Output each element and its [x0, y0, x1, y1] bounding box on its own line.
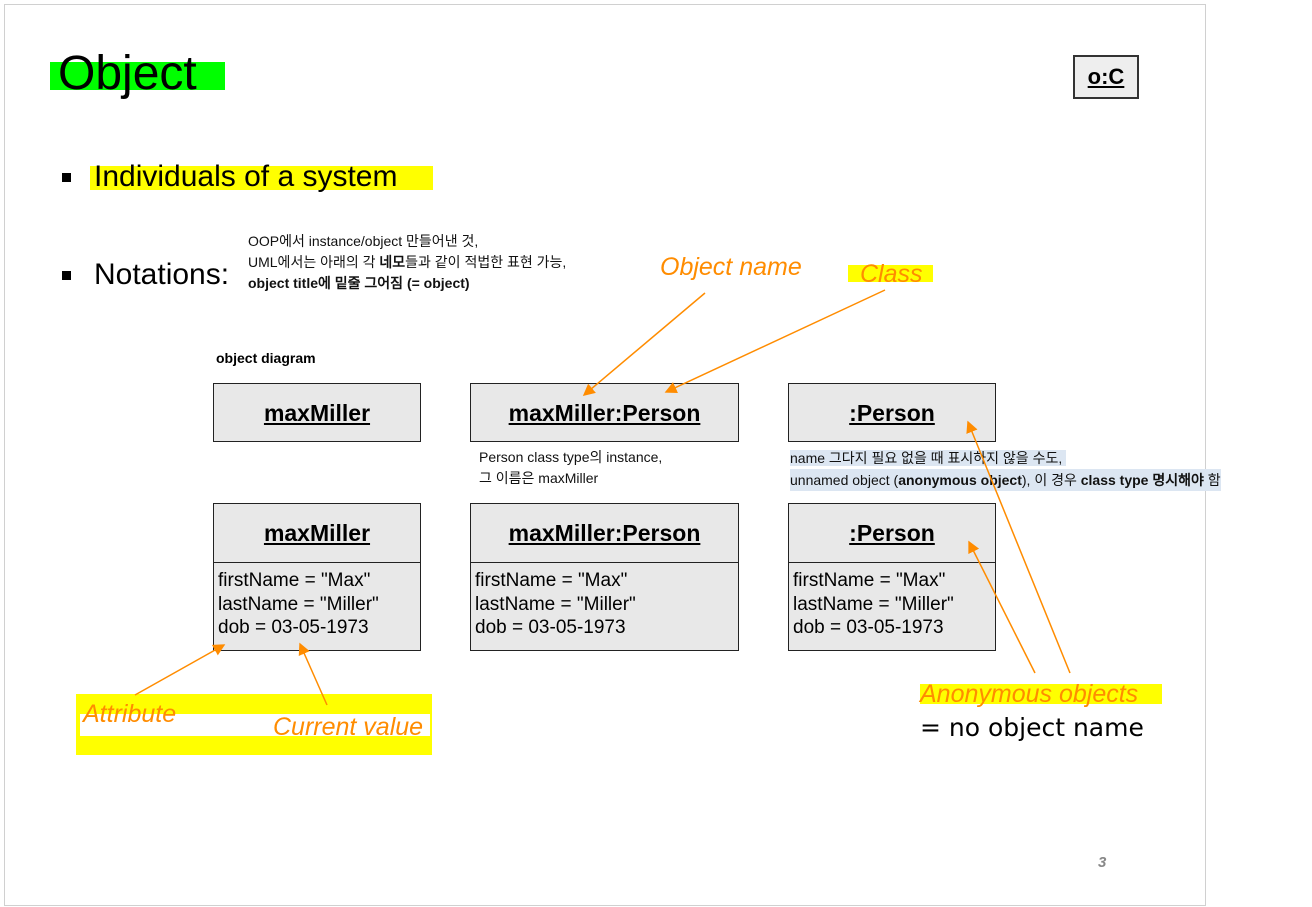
object-box: maxMiller [213, 383, 421, 442]
note-bold: anonymous object [898, 472, 1022, 488]
object-title: maxMiller [263, 399, 371, 426]
note-text: 들과 같이 적법한 표현 가능, [405, 254, 567, 270]
bullet-notations: Notations: [94, 258, 230, 291]
note-line: object title에 밑줄 그어짐 (= object) [248, 275, 470, 291]
attribute: lastName = "Miller" [475, 593, 636, 615]
slide-frame [4, 4, 1206, 906]
anon-highlight [920, 684, 1162, 704]
attribute-list: firstName = "Max"lastName = "Miller"dob … [214, 562, 420, 646]
note-text: 함 [1203, 472, 1221, 488]
attribute: firstName = "Max" [475, 570, 628, 591]
label-no-name: = no object name [920, 713, 1144, 742]
note-text: ), 이 경우 [1021, 472, 1081, 488]
object-title: maxMiller:Person [508, 399, 701, 426]
notation-note: OOP에서 instance/object 만들어낸 것, UML에서는 아래의… [248, 231, 566, 294]
object-box-with-attrs: :Person firstName = "Max"lastName = "Mil… [788, 503, 996, 651]
note-text: UML에서는 아래의 각 [248, 254, 380, 270]
attribute: firstName = "Max" [793, 570, 946, 591]
arrow-object-name [582, 292, 706, 396]
arrow-current-value [298, 642, 328, 706]
attribute-list: firstName = "Max"lastName = "Miller"dob … [471, 562, 738, 646]
label-current-value: Current value [273, 713, 424, 741]
attribute: dob = 03-05-1973 [793, 617, 944, 638]
bullet-individuals: Individuals of a system [94, 160, 398, 193]
class-highlight [848, 265, 933, 282]
title-highlight [50, 62, 225, 90]
arrow-anon-2 [966, 420, 1071, 674]
label-object-name: Object name [660, 253, 802, 281]
attribute: lastName = "Miller" [218, 593, 379, 615]
object-title: :Person [849, 519, 935, 546]
highlight-gap [80, 714, 430, 736]
object-title: maxMiller [263, 519, 371, 546]
note-line: unnamed object (anonymous object), 이 경우 … [790, 469, 1221, 491]
slide-title: Object [58, 47, 197, 100]
attribute: dob = 03-05-1973 [475, 617, 626, 638]
note-line: name 그다지 필요 없을 때 표시하지 않을 수도, [790, 450, 1067, 466]
object-box: maxMiller:Person [470, 383, 739, 442]
object-title: :Person [849, 399, 935, 426]
arrow-attribute [134, 644, 226, 696]
note-line: UML에서는 아래의 각 네모들과 같이 적법한 표현 가능, [248, 252, 566, 273]
attribute: lastName = "Miller" [793, 593, 954, 615]
anon-note: name 그다지 필요 없을 때 표시하지 않을 수도, unnamed obj… [790, 447, 1221, 491]
object-title: maxMiller:Person [508, 519, 701, 546]
bullet-icon [62, 173, 71, 182]
slide-badge: o:C [1073, 55, 1139, 99]
arrow-class [664, 289, 886, 394]
bullet-icon [62, 271, 71, 280]
page-number: 3 [1098, 854, 1107, 871]
object-box-with-attrs: maxMiller firstName = "Max"lastName = "M… [213, 503, 421, 651]
arrow-anon-1 [968, 540, 1036, 674]
object-box: :Person [788, 383, 996, 442]
attribute-list: firstName = "Max"lastName = "Miller"dob … [789, 562, 995, 646]
diagram-label: object diagram [216, 350, 316, 366]
note-line: OOP에서 instance/object 만들어낸 것, [248, 233, 479, 249]
note-line: 그 이름은 maxMiller [479, 470, 599, 486]
attribute: dob = 03-05-1973 [218, 617, 369, 638]
attribute: firstName = "Max" [218, 570, 371, 591]
note-text: unnamed object ( [790, 472, 899, 488]
note-bold: class type 명시해야 [1080, 472, 1204, 488]
label-attribute: Attribute [83, 700, 177, 728]
label-class: Class [860, 260, 923, 288]
bullet-highlight [90, 166, 433, 190]
object-box-with-attrs: maxMiller:Person firstName = "Max"lastNa… [470, 503, 739, 651]
note-bold: 네모 [379, 254, 406, 270]
label-anonymous: Anonymous objects [920, 680, 1139, 708]
note-line: Person class type의 instance, [479, 449, 663, 465]
person-note: Person class type의 instance, 그 이름은 maxMi… [479, 447, 662, 489]
